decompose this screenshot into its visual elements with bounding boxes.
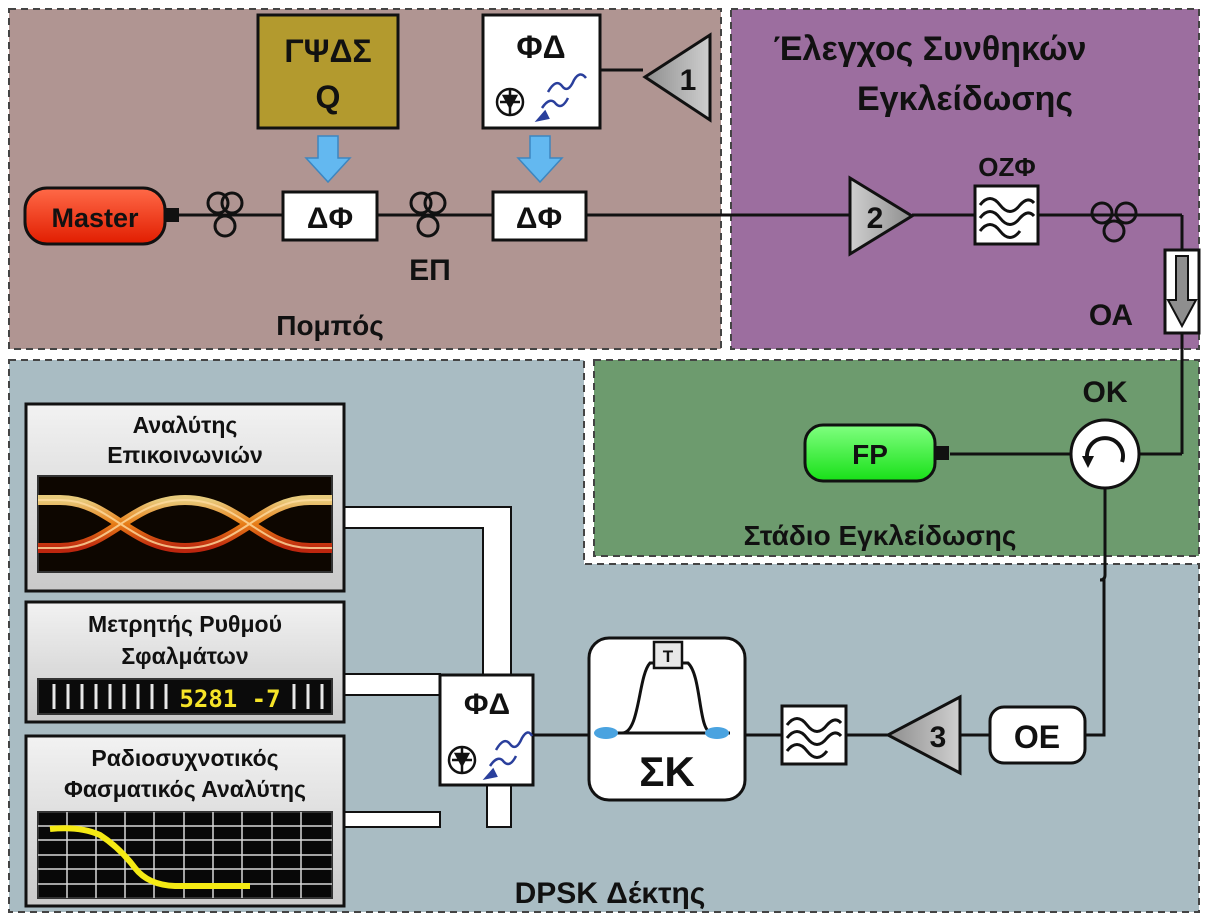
- optical-circulator[interactable]: [1069, 418, 1141, 490]
- amplifier-3-label: 3: [930, 721, 947, 754]
- diode-icon: [447, 745, 477, 775]
- receiver-filter[interactable]: [780, 704, 848, 766]
- ber-counter-line2: Σφαλμάτων: [121, 643, 248, 669]
- ber-counter-line1: Μετρητής Ρυθμού: [88, 611, 282, 637]
- circular-arrow-icon: [1085, 436, 1125, 463]
- optical-output[interactable]: ΟΕ: [988, 705, 1087, 765]
- arrow-down-icon: [1166, 255, 1198, 329]
- ber-counter[interactable]: Μετρητής Ρυθμού Σφαλμάτων 5281 -7: [24, 600, 346, 724]
- amplifier-2[interactable]: 2: [848, 175, 915, 257]
- photodiode-rx-label: ΦΔ: [464, 688, 510, 721]
- prbs-generator[interactable]: ΓΨΔΣ Q: [256, 13, 400, 130]
- attenuator-label: ΟΑ: [1089, 299, 1133, 332]
- lock-control-title-line2: Εγκλείδωσης: [857, 80, 1073, 118]
- polarization-controller-label: ΕΠ: [409, 254, 451, 287]
- polarization-coil-3: [1090, 201, 1138, 243]
- eye-diagram-highlight: [38, 498, 332, 550]
- optical-attenuator[interactable]: [1163, 248, 1201, 335]
- fiber-lines: [172, 68, 1184, 737]
- light-wave-icon: [482, 731, 534, 780]
- photodiode-rx[interactable]: ΦΔ: [438, 673, 535, 787]
- rf-spectrum-analyzer[interactable]: Ραδιοσυχνοτικός Φασματικός Αναλύτης: [24, 734, 346, 908]
- prbs-label: ΓΨΔΣ: [284, 33, 371, 69]
- lock-stage-title: Στάδιο Εγκλείδωσης: [744, 520, 1017, 551]
- optical-output-label: ΟΕ: [1014, 719, 1060, 755]
- modulator-2-label: ΔΦ: [516, 202, 562, 235]
- arrow-down-icon: [516, 135, 564, 184]
- arrow-down-icon: [304, 135, 352, 184]
- amplifier-2-label: 2: [867, 202, 884, 235]
- comm-analyzer-line1: Αναλύτης: [133, 412, 238, 438]
- amplifier-1-label: 1: [680, 64, 697, 97]
- light-wave-icon: [534, 73, 587, 122]
- phase-modulator-1[interactable]: ΔΦ: [281, 190, 379, 242]
- lock-control-region: [730, 8, 1200, 350]
- photodiode-tx-label: ΦΔ: [516, 29, 565, 65]
- polarization-coil-1: [206, 191, 244, 238]
- fp-label: FP: [852, 439, 888, 470]
- polarization-coil-2: [409, 191, 447, 238]
- optical-filter[interactable]: [973, 184, 1040, 246]
- rf-trace: [49, 825, 250, 889]
- delay-label: T: [663, 647, 674, 666]
- receiver-title: DPSK Δέκτης: [515, 877, 706, 910]
- comm-analyzer[interactable]: Αναλύτης Επικοινωνιών: [24, 402, 346, 593]
- master-label: Master: [51, 203, 139, 233]
- coupler-left: [594, 727, 618, 739]
- delay-interferometer[interactable]: T ΣΚ: [587, 636, 747, 802]
- photodiode-tx[interactable]: ΦΔ: [481, 13, 602, 130]
- eye-diagram-screen: [37, 475, 333, 573]
- interferometer-label: ΣΚ: [639, 748, 695, 795]
- ber-display-ticks: [52, 684, 324, 709]
- filter-label: ΟΖΦ: [978, 152, 1035, 182]
- comm-analyzer-line2: Επικοινωνιών: [107, 442, 262, 468]
- amplifier-1[interactable]: 1: [642, 32, 712, 123]
- filter-wave-icon: [978, 197, 1036, 239]
- rf-analyzer-line2: Φασματικός Αναλύτης: [64, 776, 306, 802]
- coupler-right: [705, 727, 729, 739]
- filter-wave-icon: [785, 717, 843, 759]
- modulator-1-label: ΔΦ: [307, 202, 353, 235]
- ber-readout: 5281 -7: [179, 685, 280, 713]
- master-laser[interactable]: Master: [23, 186, 179, 246]
- transmitter-title: Πομπός: [276, 310, 384, 341]
- circulator-label: ΟΚ: [1083, 376, 1128, 409]
- diode-icon: [495, 87, 525, 117]
- rf-analyzer-line1: Ραδιοσυχνοτικός: [91, 745, 278, 771]
- amplifier-3[interactable]: 3: [884, 694, 962, 776]
- fp-laser[interactable]: FP: [803, 423, 949, 483]
- prbs-q-label: Q: [316, 79, 341, 115]
- ber-display: [37, 678, 333, 715]
- phase-modulator-2[interactable]: ΔΦ: [491, 190, 588, 242]
- lock-control-title-line1: Έλεγχος Συνθηκών: [774, 30, 1087, 68]
